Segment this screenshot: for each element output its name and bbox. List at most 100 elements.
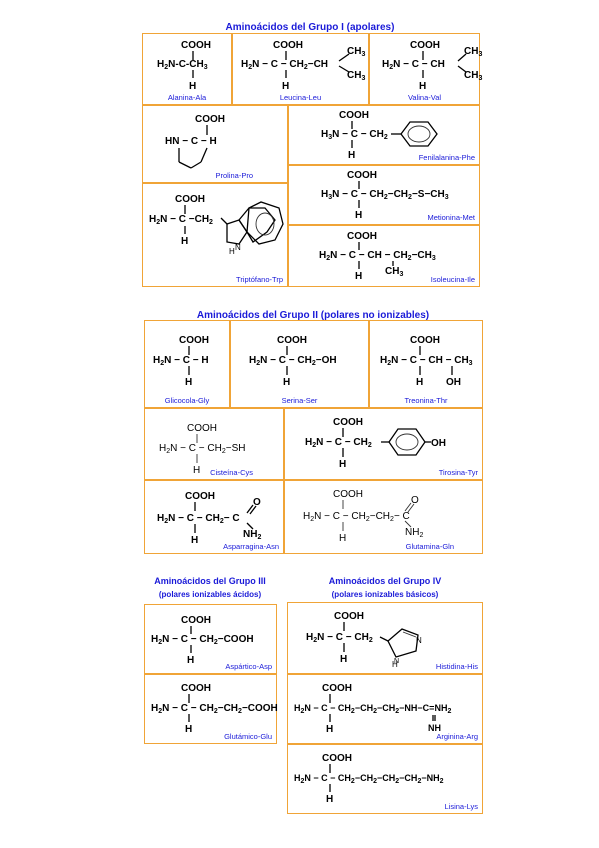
svg-text:H: H <box>416 377 423 388</box>
svg-text:H: H <box>326 794 333 805</box>
structure-isoleucina: COOH H2N − C − CH − CH2−CH3 H CH3 <box>319 231 436 282</box>
svg-text:COOH: COOH <box>277 335 307 346</box>
svg-text:COOH: COOH <box>187 423 217 434</box>
card-tirosina: COOH H2N − C − CH2 OH H Tirosina-Tyr <box>284 408 483 480</box>
svg-text:H: H <box>229 247 235 256</box>
structure-leucina: COOH H2N − C − CH2−CH CH3 CH3 H <box>241 40 365 92</box>
svg-text:O: O <box>411 495 419 506</box>
svg-text:COOH: COOH <box>322 753 352 764</box>
svg-text:H2N − C −CH2: H2N − C −CH2 <box>149 214 213 226</box>
structure-alanina: COOH H2N-C-CH3 H <box>157 40 211 92</box>
group-3-title-line2: (polares ionizables ácidos) <box>158 590 262 599</box>
structure-aspartico: COOH H2N − C − CH2−COOH H <box>151 615 254 666</box>
structure-glutamico: COOH H2N − C − CH2−CH2−COOH H <box>151 683 278 735</box>
svg-text:H2N − C − CH2−COOH: H2N − C − CH2−COOH <box>151 634 254 646</box>
svg-text:OH: OH <box>431 438 446 449</box>
svg-text:H: H <box>419 81 426 92</box>
svg-text:H2N − C − CH2−CH: H2N − C − CH2−CH <box>241 59 328 71</box>
label-serina: Serina-Ser <box>281 396 318 405</box>
svg-text:OH: OH <box>446 377 461 388</box>
svg-text:COOH: COOH <box>179 335 209 346</box>
svg-text:H: H <box>185 377 192 388</box>
svg-text:H2N − C − CH − CH3: H2N − C − CH − CH3 <box>380 355 473 367</box>
card-treonina: COOH H2N − C − CH − CH3 H OH Treonina-Th… <box>369 320 483 408</box>
card-serina: COOH H2N − C − CH2−OH H Serina-Ser <box>230 320 369 408</box>
card-lisina: COOH H2N − C − CH2−CH2−CH2−CH2−NH2 H Lis… <box>287 744 483 814</box>
structure-serina: COOH H2N − C − CH2−OH H <box>249 335 337 388</box>
svg-text:CH3: CH3 <box>464 46 482 58</box>
svg-text:COOH: COOH <box>347 231 377 242</box>
label-glutamico: Glutámico-Glu <box>224 732 272 741</box>
svg-text:H2N − C − CH: H2N − C − CH <box>382 59 445 71</box>
svg-text:H2N − C − CH2− C: H2N − C − CH2− C <box>157 513 240 525</box>
label-arginina: Arginina-Arg <box>436 732 478 741</box>
svg-text:CH3: CH3 <box>385 266 403 278</box>
svg-text:H: H <box>348 150 355 161</box>
svg-text:COOH: COOH <box>181 683 211 694</box>
structure-glicocola: COOH H2N − C − H H <box>153 335 209 388</box>
card-triptofano: COOH H2N − C −CH2 H H N Triptófano-Trp <box>142 183 288 287</box>
svg-text:H2N − C − CH2: H2N − C − CH2 <box>306 632 373 644</box>
label-leucina: Leucina-Leu <box>279 93 322 102</box>
group-3-title-line1: Aminoácidos del Grupo III <box>154 576 266 586</box>
svg-text:O: O <box>253 497 261 508</box>
svg-text:H: H <box>339 533 346 544</box>
label-treonina: Treonina-Thr <box>404 396 448 405</box>
label-fenilalanina: Fenilalanina-Phe <box>418 153 475 162</box>
label-prolina: Prolina-Pro <box>215 171 253 180</box>
svg-text:H: H <box>283 377 290 388</box>
card-glutamico: COOH H2N − C − CH2−CH2−COOH H Glutámico-… <box>144 674 278 744</box>
label-glutamina: Glutamina-Gln <box>405 542 454 551</box>
card-glutamina: COOH H2N − C − CH2−CH2− C O NH2 H Glutam… <box>284 480 483 554</box>
label-metionina: Metionina-Met <box>427 213 475 222</box>
group-4-title-line1: Aminoácidos del Grupo IV <box>328 576 442 586</box>
structure-fenilalanina: COOH H3N − C − CH2 H <box>321 110 438 161</box>
svg-text:COOH: COOH <box>333 489 363 500</box>
svg-text:COOH: COOH <box>181 615 211 626</box>
svg-text:N: N <box>235 243 241 252</box>
svg-text:COOH: COOH <box>339 110 369 121</box>
card-isoleucina: COOH H2N − C − CH − CH2−CH3 H CH3 Isoleu… <box>288 225 480 287</box>
label-alanina: Alanina-Ala <box>167 93 207 102</box>
structure-valina: COOH H2N − C − CH CH3 CH3 H <box>382 40 482 92</box>
svg-text:H2N − C − CH2−CH2−CH2−NH−C=NH2: H2N − C − CH2−CH2−CH2−NH−C=NH2 <box>294 703 451 715</box>
svg-text:HN − C − H: HN − C − H <box>165 136 217 147</box>
card-arginina: COOH H2N − C − CH2−CH2−CH2−NH−C=NH2 H NH… <box>287 674 483 744</box>
svg-text:H: H <box>185 724 192 735</box>
svg-text:N: N <box>394 658 399 665</box>
svg-text:NH2: NH2 <box>243 529 261 541</box>
svg-text:H: H <box>187 655 194 666</box>
svg-text:COOH: COOH <box>333 417 363 428</box>
svg-text:N: N <box>416 636 422 645</box>
label-glicocola: Glicocola-Gly <box>164 396 210 405</box>
svg-text:H: H <box>326 724 333 735</box>
label-aspartico: Aspártico-Asp <box>225 662 272 671</box>
label-valina: Valina-Val <box>407 93 442 102</box>
svg-text:H: H <box>181 236 188 247</box>
label-isoleucina: Isoleucina-Ile <box>430 275 475 284</box>
card-glicocola: COOH H2N − C − H H Glicocola-Gly <box>144 320 230 408</box>
label-asparragina: Asparragina-Asn <box>223 542 279 551</box>
svg-text:CH3: CH3 <box>347 46 365 58</box>
svg-text:COOH: COOH <box>195 114 225 125</box>
label-triptofano: Triptófano-Trp <box>236 275 283 284</box>
card-prolina: COOH HN − C − H Prolina-Pro <box>142 105 288 183</box>
structure-asparragina: COOH H2N − C − CH2− C O NH2 H <box>157 491 261 546</box>
group-4-title-line2: (polares ionizables básicos) <box>331 590 439 599</box>
label-tirosina: Tirosina-Tyr <box>438 468 478 477</box>
structure-tirosina: COOH H2N − C − CH2 OH H <box>305 417 446 470</box>
card-metionina: COOH H3N − C − CH2−CH2−S−CH3 H Metionina… <box>288 165 480 225</box>
structure-lisina: COOH H2N − C − CH2−CH2−CH2−CH2−NH2 H <box>294 753 444 805</box>
structure-glutamina: COOH H2N − C − CH2−CH2− C O NH2 H <box>303 489 423 544</box>
label-histidina: Histidina-His <box>435 662 478 671</box>
card-leucina: COOH H2N − C − CH2−CH CH3 CH3 H Leucina-… <box>232 33 369 105</box>
svg-text:COOH: COOH <box>185 491 215 502</box>
svg-text:H3N − C − CH2−CH2−S−CH3: H3N − C − CH2−CH2−S−CH3 <box>321 189 449 201</box>
svg-text:H: H <box>282 81 289 92</box>
group-2-title: Aminoácidos del Grupo II (polares no ion… <box>196 310 430 321</box>
structure-treonina: COOH H2N − C − CH − CH3 H OH <box>380 335 473 388</box>
structure-arginina: COOH H2N − C − CH2−CH2−CH2−NH−C=NH2 H NH <box>294 683 451 735</box>
svg-text:H2N − C − H: H2N − C − H <box>153 355 209 367</box>
svg-text:NH: NH <box>428 723 441 733</box>
svg-text:H: H <box>355 271 362 282</box>
